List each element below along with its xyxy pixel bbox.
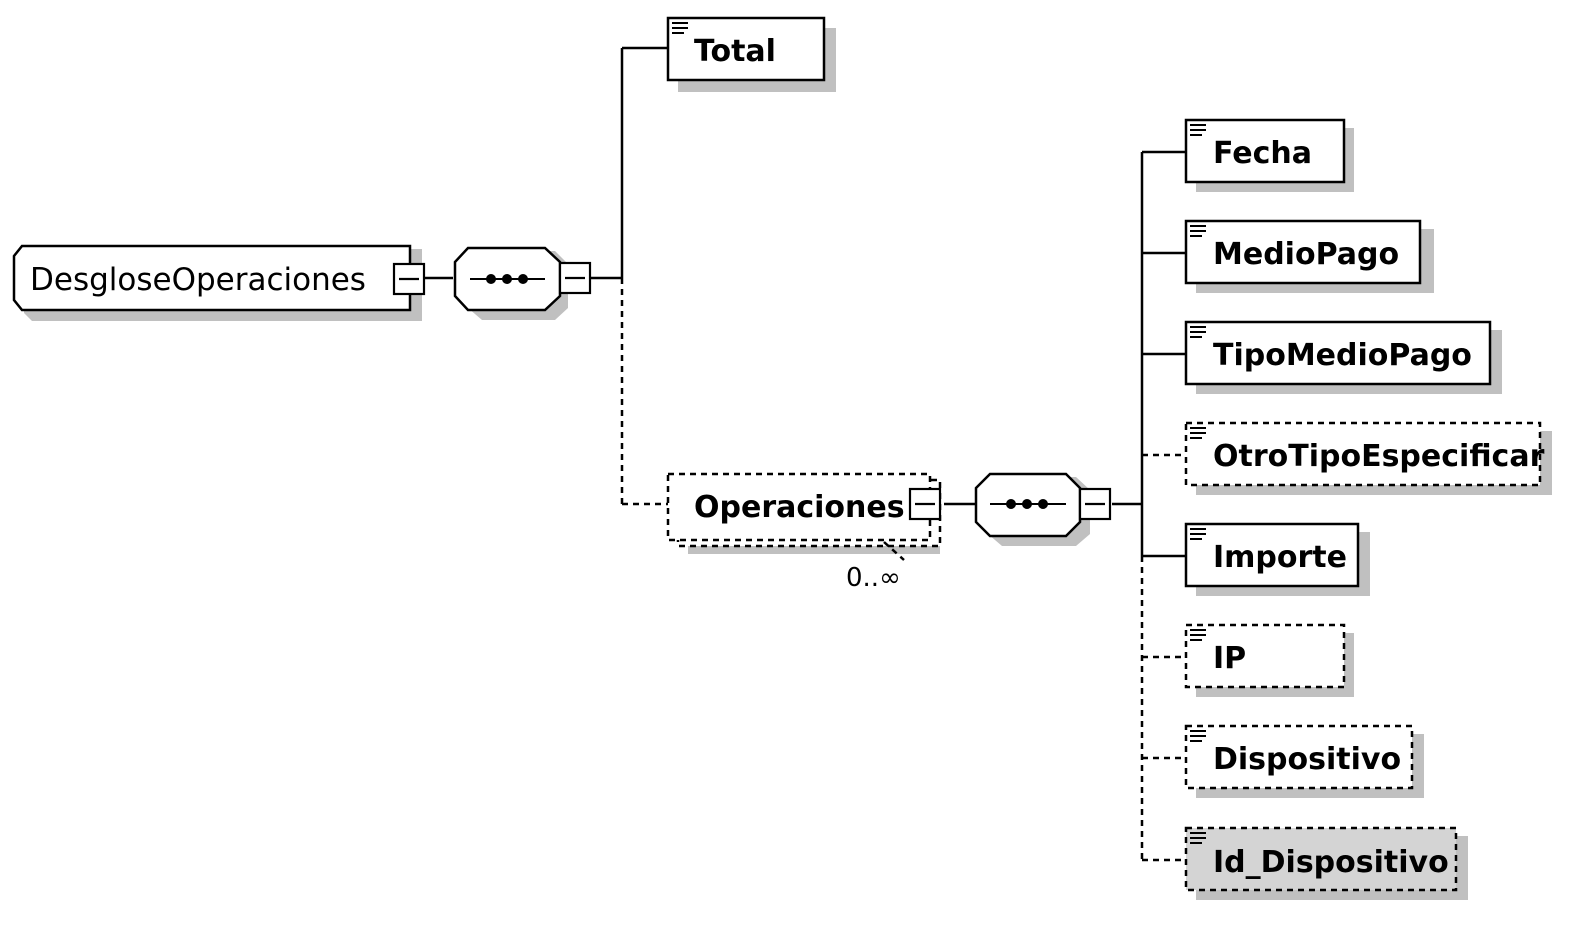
element-mediopago[interactable]: MedioPago: [1184, 219, 1434, 293]
element-id-dispositivo[interactable]: Id_Dispositivo: [1184, 826, 1468, 900]
sequence-compositor-2[interactable]: [974, 472, 1112, 546]
element-label: Importe: [1213, 540, 1347, 575]
element-importe[interactable]: Importe: [1184, 522, 1370, 596]
element-lines-icon: [672, 22, 688, 34]
element-lines-icon: [1190, 326, 1206, 338]
element-lines-icon: [1190, 124, 1206, 136]
collapse-icon[interactable]: [392, 262, 426, 296]
element-total[interactable]: Total: [666, 16, 836, 92]
element-label: Operaciones: [694, 490, 905, 525]
element-label: IP: [1213, 641, 1246, 676]
element-dispositivo[interactable]: Dispositivo: [1184, 724, 1424, 798]
element-lines-icon: [1190, 225, 1206, 237]
collapse-icon[interactable]: [1078, 487, 1112, 521]
element-label: Total: [694, 34, 776, 69]
multiplicity-label: 0..∞: [846, 563, 901, 593]
connectors: [425, 46, 1188, 862]
element-otrotipoespecificar[interactable]: OtroTipoEspecificar: [1184, 421, 1552, 495]
element-label: MedioPago: [1213, 237, 1399, 272]
element-fecha[interactable]: Fecha: [1184, 118, 1354, 192]
root-label: DesgloseOperaciones: [30, 262, 366, 298]
element-label: OtroTipoEspecificar: [1213, 439, 1545, 474]
element-label: TipoMedioPago: [1213, 338, 1472, 373]
element-label: Id_Dispositivo: [1213, 845, 1449, 880]
element-lines-icon: [1190, 528, 1206, 540]
sequence-icon: [990, 499, 1066, 509]
element-label: Fecha: [1213, 136, 1312, 171]
collapse-icon[interactable]: [558, 261, 592, 295]
element-lines-icon: [1190, 427, 1206, 439]
element-tipomediopago[interactable]: TipoMedioPago: [1184, 320, 1502, 394]
element-operaciones[interactable]: Operaciones 0..∞: [666, 472, 942, 593]
element-lines-icon: [1190, 832, 1206, 844]
element-ip[interactable]: IP: [1184, 623, 1354, 697]
sequence-compositor-1[interactable]: [453, 246, 592, 320]
element-lines-icon: [1190, 629, 1206, 641]
element-lines-icon: [1190, 730, 1206, 742]
element-label: Dispositivo: [1213, 742, 1401, 777]
root-element-desgloseoperaciones[interactable]: DesgloseOperaciones: [12, 244, 426, 321]
collapse-icon[interactable]: [908, 487, 942, 521]
sequence-icon: [470, 274, 545, 284]
